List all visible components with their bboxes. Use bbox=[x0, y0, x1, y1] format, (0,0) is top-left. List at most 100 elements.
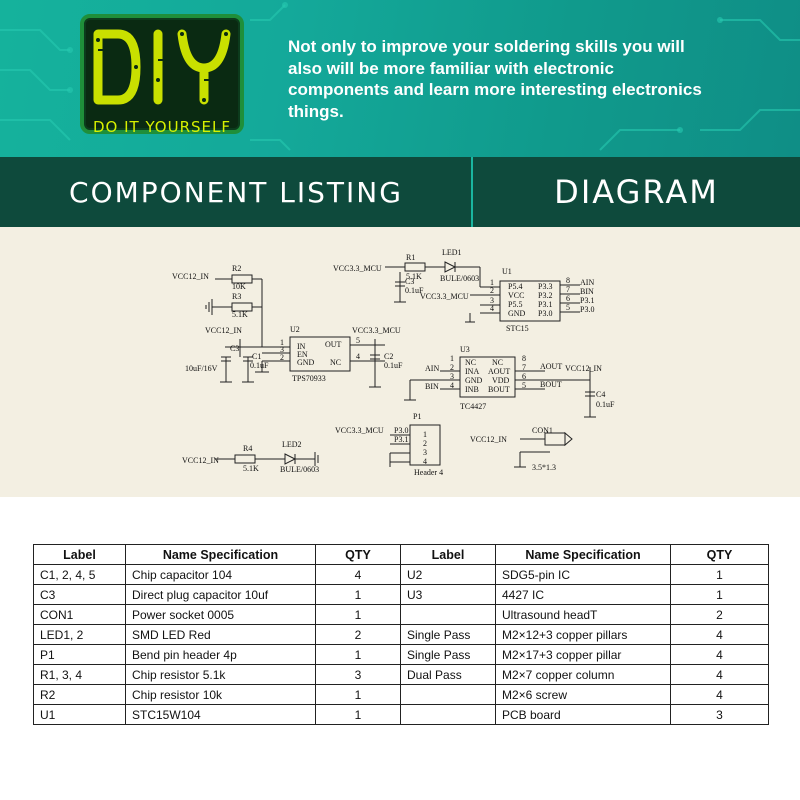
pin-label: INB bbox=[465, 385, 479, 394]
pin-label: INA bbox=[465, 367, 479, 376]
pin-label: P3.0 bbox=[394, 426, 408, 435]
cell-label bbox=[400, 604, 496, 625]
pin-label: EN bbox=[297, 350, 308, 359]
banner-description: Not only to improve your soldering skill… bbox=[288, 37, 702, 121]
ref-label: C1 bbox=[252, 352, 261, 361]
cell-qty: 4 bbox=[315, 564, 401, 585]
cell-qty: 4 bbox=[670, 684, 769, 705]
cell-spec: Chip resistor 5.1k bbox=[125, 664, 316, 685]
cell-qty: 3 bbox=[315, 664, 401, 685]
ref-label: R4 bbox=[243, 444, 252, 453]
cell-label bbox=[400, 704, 496, 725]
schematic-panel: VCC12_IN VCC12_IN VCC12_IN VCC12_IN VCC1… bbox=[0, 227, 800, 497]
ref-label: C2 bbox=[384, 352, 393, 361]
pin-number: 3 bbox=[490, 296, 494, 305]
cell-label: C1, 2, 4, 5 bbox=[33, 564, 126, 585]
pin-number: 1 bbox=[280, 338, 284, 347]
part-name: Header 4 bbox=[414, 468, 443, 477]
cell-label: Single Pass bbox=[400, 624, 496, 645]
ref-label: P1 bbox=[413, 412, 421, 421]
pin-label: OUT bbox=[325, 340, 342, 349]
value-label: 0.1uF bbox=[384, 361, 403, 370]
pin-label: P3.0 bbox=[538, 309, 552, 318]
pin-number: 7 bbox=[566, 285, 570, 294]
part-name: TC4427 bbox=[460, 402, 486, 411]
table-row: R1, 3, 4 Chip resistor 5.1k 3 Dual Pass … bbox=[33, 664, 769, 685]
circuit-schematic: VCC12_IN VCC12_IN VCC12_IN VCC12_IN VCC1… bbox=[172, 248, 615, 477]
ref-label: C3 bbox=[405, 277, 414, 286]
pin-number: 1 bbox=[423, 430, 427, 439]
component-listing-title: COMPONENT LISTING bbox=[69, 175, 403, 209]
net-label: VCC12_IN bbox=[205, 326, 242, 335]
pin-label: GND bbox=[508, 309, 526, 318]
net-label: P3.0 bbox=[580, 305, 594, 314]
ref-label: C3 bbox=[230, 344, 239, 353]
part-name: STC15 bbox=[506, 324, 529, 333]
pin-number: 4 bbox=[423, 457, 427, 466]
table-row: P1 Bend pin header 4p 1 Single Pass M2×1… bbox=[33, 644, 769, 665]
ref-label: C4 bbox=[596, 390, 605, 399]
cell-spec: M2×6 screw bbox=[495, 684, 671, 705]
pin-label: P5.4 bbox=[508, 282, 522, 291]
value-label: 3.5*1.3 bbox=[532, 463, 556, 472]
column-header: Label bbox=[33, 544, 126, 565]
cell-label: P1 bbox=[33, 644, 126, 665]
pin-label: IN bbox=[297, 342, 306, 351]
cell-label: U3 bbox=[400, 584, 496, 605]
ref-label: LED1 bbox=[442, 248, 462, 257]
net-label: BIN bbox=[425, 382, 439, 391]
value-label: 10K bbox=[232, 282, 246, 291]
header-banner: DO IT YOURSELF Not only to improve your … bbox=[0, 0, 800, 157]
table-row: C1, 2, 4, 5 Chip capacitor 104 4 U2 SDG5… bbox=[33, 564, 769, 585]
net-label: VCC12_IN bbox=[470, 435, 507, 444]
cell-label: U1 bbox=[33, 704, 126, 725]
pin-number: 2 bbox=[423, 439, 427, 448]
diagram-title: DIAGRAM bbox=[554, 173, 719, 211]
ref-label: CON1 bbox=[532, 426, 553, 435]
value-label: 0.1uF bbox=[250, 361, 269, 370]
pin-number: 5 bbox=[356, 336, 360, 345]
ref-label: U1 bbox=[502, 267, 512, 276]
pin-number: 2 bbox=[450, 363, 454, 372]
pin-number: 4 bbox=[490, 304, 494, 313]
titlebar-divider bbox=[471, 157, 473, 227]
cell-qty: 1 bbox=[315, 604, 401, 625]
cell-spec: M2×12+3 copper pillars bbox=[495, 624, 671, 645]
pin-label: P3.3 bbox=[538, 282, 552, 291]
pin-label: VDD bbox=[492, 376, 510, 385]
ref-label: LED2 bbox=[282, 440, 302, 449]
cell-spec: Ultrasound headT bbox=[495, 604, 671, 625]
diy-logo-letters bbox=[93, 29, 231, 105]
logo-tagline: DO IT YOURSELF bbox=[92, 118, 231, 136]
ref-label: U3 bbox=[460, 345, 470, 354]
net-label: AIN bbox=[425, 364, 439, 373]
cell-spec: M2×7 copper column bbox=[495, 664, 671, 685]
cell-qty: 1 bbox=[670, 584, 769, 605]
table-row: R2 Chip resistor 10k 1 M2×6 screw 4 bbox=[33, 684, 769, 705]
pin-label: NC bbox=[492, 358, 503, 367]
net-label: VCC3.3_MCU bbox=[335, 426, 384, 435]
cell-spec: Direct plug capacitor 10uf bbox=[125, 584, 316, 605]
cell-label: Single Pass bbox=[400, 644, 496, 665]
ref-label: R2 bbox=[232, 264, 241, 273]
cell-spec: Power socket 0005 bbox=[125, 604, 316, 625]
net-label: P3.1 bbox=[580, 296, 594, 305]
column-header: Name Specification bbox=[125, 544, 316, 565]
cell-spec: Chip resistor 10k bbox=[125, 684, 316, 705]
net-label: VCC3.3_MCU bbox=[333, 264, 382, 273]
pin-label: P3.1 bbox=[394, 435, 408, 444]
net-label: AIN bbox=[580, 278, 594, 287]
pin-number: 2 bbox=[280, 353, 284, 362]
cell-label: R2 bbox=[33, 684, 126, 705]
cell-qty: 2 bbox=[670, 604, 769, 625]
pin-label: P3.1 bbox=[538, 300, 552, 309]
pin-number: 7 bbox=[522, 363, 526, 372]
cell-qty: 4 bbox=[670, 644, 769, 665]
cell-qty: 1 bbox=[315, 704, 401, 725]
pin-label: GND bbox=[297, 358, 315, 367]
cell-label: C3 bbox=[33, 584, 126, 605]
table-row: LED1, 2 SMD LED Red 2 Single Pass M2×12+… bbox=[33, 624, 769, 645]
pin-number: 1 bbox=[490, 278, 494, 287]
pin-label: NC bbox=[330, 358, 341, 367]
pin-number: 6 bbox=[522, 372, 526, 381]
